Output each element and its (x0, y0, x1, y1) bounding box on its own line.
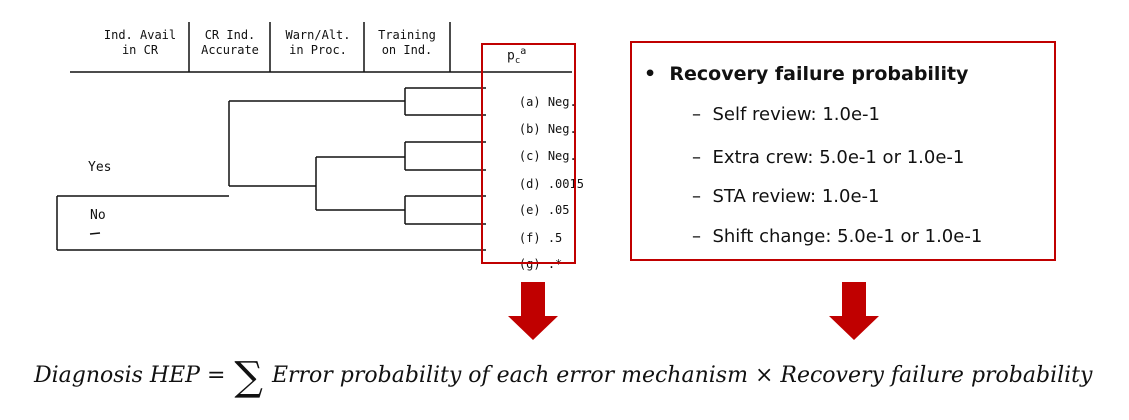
recovery-item-self-review: – Self review: 1.0e-1 (692, 104, 880, 125)
header-cr-ind-accurate: CR Ind. Accurate (201, 28, 259, 57)
no-tick-mark (89, 232, 101, 235)
diagnosis-hep-formula: Diagnosis HEP = ∑ Error probability of e… (34, 354, 1114, 400)
recovery-item-shift-change: – Shift change: 5.0e-1 or 1.0e-1 (692, 226, 983, 247)
recovery-item-sta-review: – STA review: 1.0e-1 (692, 186, 880, 207)
recovery-item-extra-crew: – Extra crew: 5.0e-1 or 1.0e-1 (692, 147, 965, 168)
outcome-a: (a) Neg. (518, 95, 577, 109)
outcome-c: (c) Neg. (518, 149, 577, 163)
down-arrow-left (508, 282, 558, 340)
outcome-f: (f) .5 (518, 231, 563, 245)
branch-label-no: No (90, 208, 106, 223)
branch-label-yes: Yes (88, 160, 112, 175)
outcome-g: (g) .* (518, 257, 563, 271)
header-training: Training on Ind. (378, 28, 436, 57)
recovery-probability-box: • Recovery failure probability – Self re… (630, 41, 1056, 261)
pc-highlight-box (481, 43, 576, 264)
outcome-e: (e) .05 (518, 203, 570, 217)
sum-symbol: ∑ (234, 354, 263, 400)
formula-rhs-recovery: Recovery failure probability (780, 363, 1093, 388)
formula-rhs-error: Error probability of each error mechanis… (271, 363, 748, 388)
formula-lhs: Diagnosis HEP = (34, 363, 226, 388)
recovery-title: • Recovery failure probability (644, 63, 969, 85)
header-ind-avail: Ind. Avail in CR (103, 28, 177, 57)
formula-times: × (754, 363, 774, 388)
outcome-b: (b) Neg. (518, 122, 577, 136)
pc-header: pca (507, 46, 527, 66)
header-warn-alt: Warn/Alt. in Proc. (285, 28, 351, 57)
down-arrow-right (829, 282, 879, 340)
